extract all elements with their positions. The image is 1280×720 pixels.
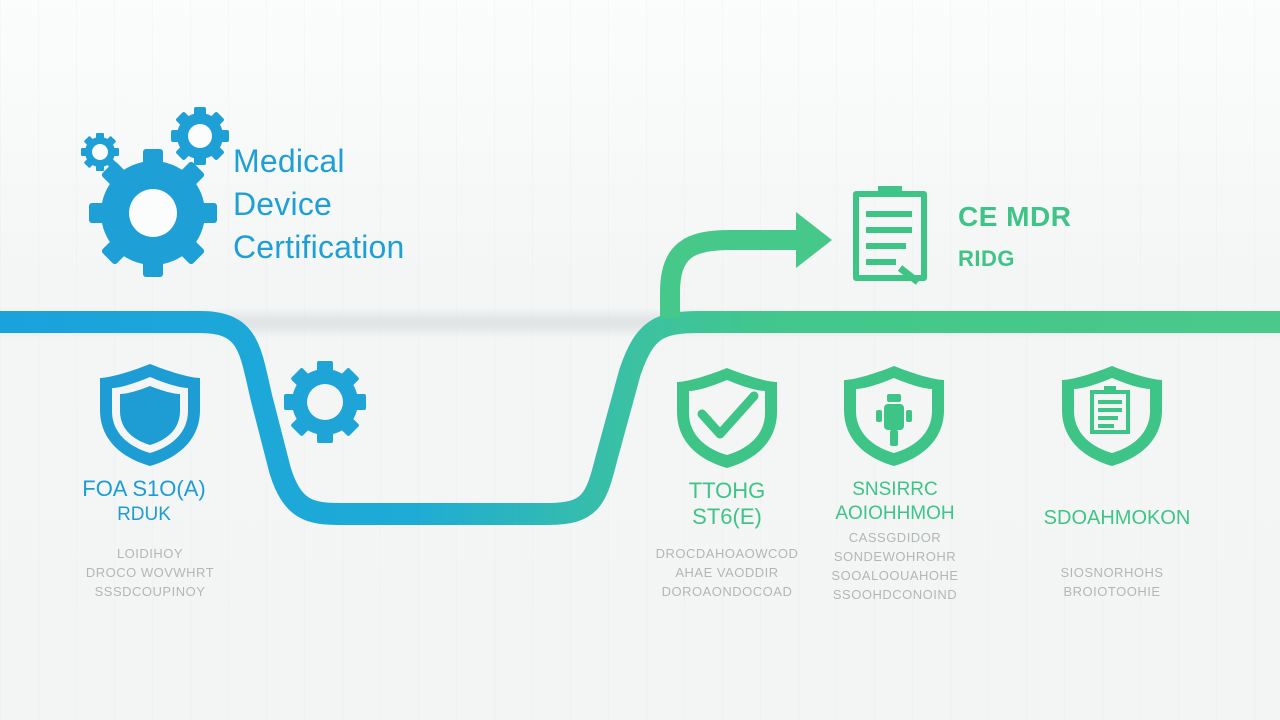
stage-4-label-line-1: SDOAHMOKON <box>1043 507 1191 529</box>
ce-mdr-title: CE MDR <box>958 201 1072 232</box>
stage-3-desc-line-1: CASSGDIDOR <box>848 530 942 545</box>
clipboard-document-icon <box>853 186 927 285</box>
stage-3-description: CASSGDIDOR SONDEWOHROHR SOOALOOUAHOHE SS… <box>810 528 980 604</box>
stage-2-desc-line-1: DROCDAHOAOWCOD <box>655 546 799 561</box>
flow-path <box>0 311 1280 525</box>
gear-large-icon <box>89 149 217 277</box>
stage-2-desc-line-2: AHAE VAODDIR <box>675 565 779 580</box>
stage-1-desc-line-2: DROCO WOVWHRT <box>85 565 215 580</box>
stage-1-label-line-1: FOA S1O(A) <box>82 476 206 501</box>
shield-clipboard-icon <box>1062 366 1162 466</box>
gear-small-icon <box>81 133 119 171</box>
stage-2-description: DROCDAHOAOWCOD AHAE VAODDIR DOROAONDOCOA… <box>647 544 807 601</box>
gear-flow-icon <box>284 361 366 443</box>
stage-3-desc-line-2: SONDEWOHROHR <box>833 549 957 564</box>
title-line-2: Device <box>233 186 333 222</box>
stage-1-desc-line-1: LOIDIHOY <box>116 546 184 561</box>
stage-3-label: SNSIRRC AOIOHHMOH <box>810 478 980 526</box>
stage-4-label: SDOAHMOKON <box>1032 505 1202 531</box>
stage-1-desc-line-3: SSSDCOUPINOY <box>94 584 206 599</box>
stage-1-label: FOA S1O(A) RDUK <box>64 476 224 528</box>
gear-medium-icon <box>171 107 229 165</box>
title-line-3: Certification <box>233 229 405 265</box>
stage-2-label: TTOHG ST6(E) <box>647 478 807 530</box>
title-line-1: Medical <box>233 143 345 179</box>
stage-1-description: LOIDIHOY DROCO WOVWHRT SSSDCOUPINOY <box>70 544 230 601</box>
shield-check-icon <box>677 368 777 468</box>
shield-icon <box>100 364 200 466</box>
flow-branch-arrow <box>660 230 800 318</box>
stage-1-label-line-2: RDUK <box>117 504 171 525</box>
diagram-title: Medical Device Certification <box>233 140 405 269</box>
stage-4-desc-line-2: BROIOTOOHIE <box>1063 584 1161 599</box>
stage-2-label-line-2: ST6(E) <box>692 504 762 529</box>
stage-4-desc-line-1: SIOSNORHOHS <box>1060 565 1164 580</box>
stage-4-description: SIOSNORHOHS BROIOTOOHIE <box>1032 563 1192 601</box>
shield-instrument-icon <box>844 366 944 466</box>
stage-3-label-line-2: AOIOHHMOH <box>835 503 955 524</box>
ce-mdr-subtitle: RIDG <box>958 246 1015 271</box>
stage-3-desc-line-4: SSOOHDCONOIND <box>832 587 958 602</box>
ce-mdr-heading: CE MDR RIDG <box>958 196 1071 280</box>
stage-2-desc-line-3: DOROAONDOCOAD <box>661 584 793 599</box>
stage-2-label-line-1: TTOHG <box>688 478 766 503</box>
stage-3-desc-line-3: SOOALOOUAHOHE <box>831 568 959 583</box>
arrow-head <box>796 212 832 268</box>
stage-3-label-line-1: SNSIRRC <box>852 479 938 500</box>
